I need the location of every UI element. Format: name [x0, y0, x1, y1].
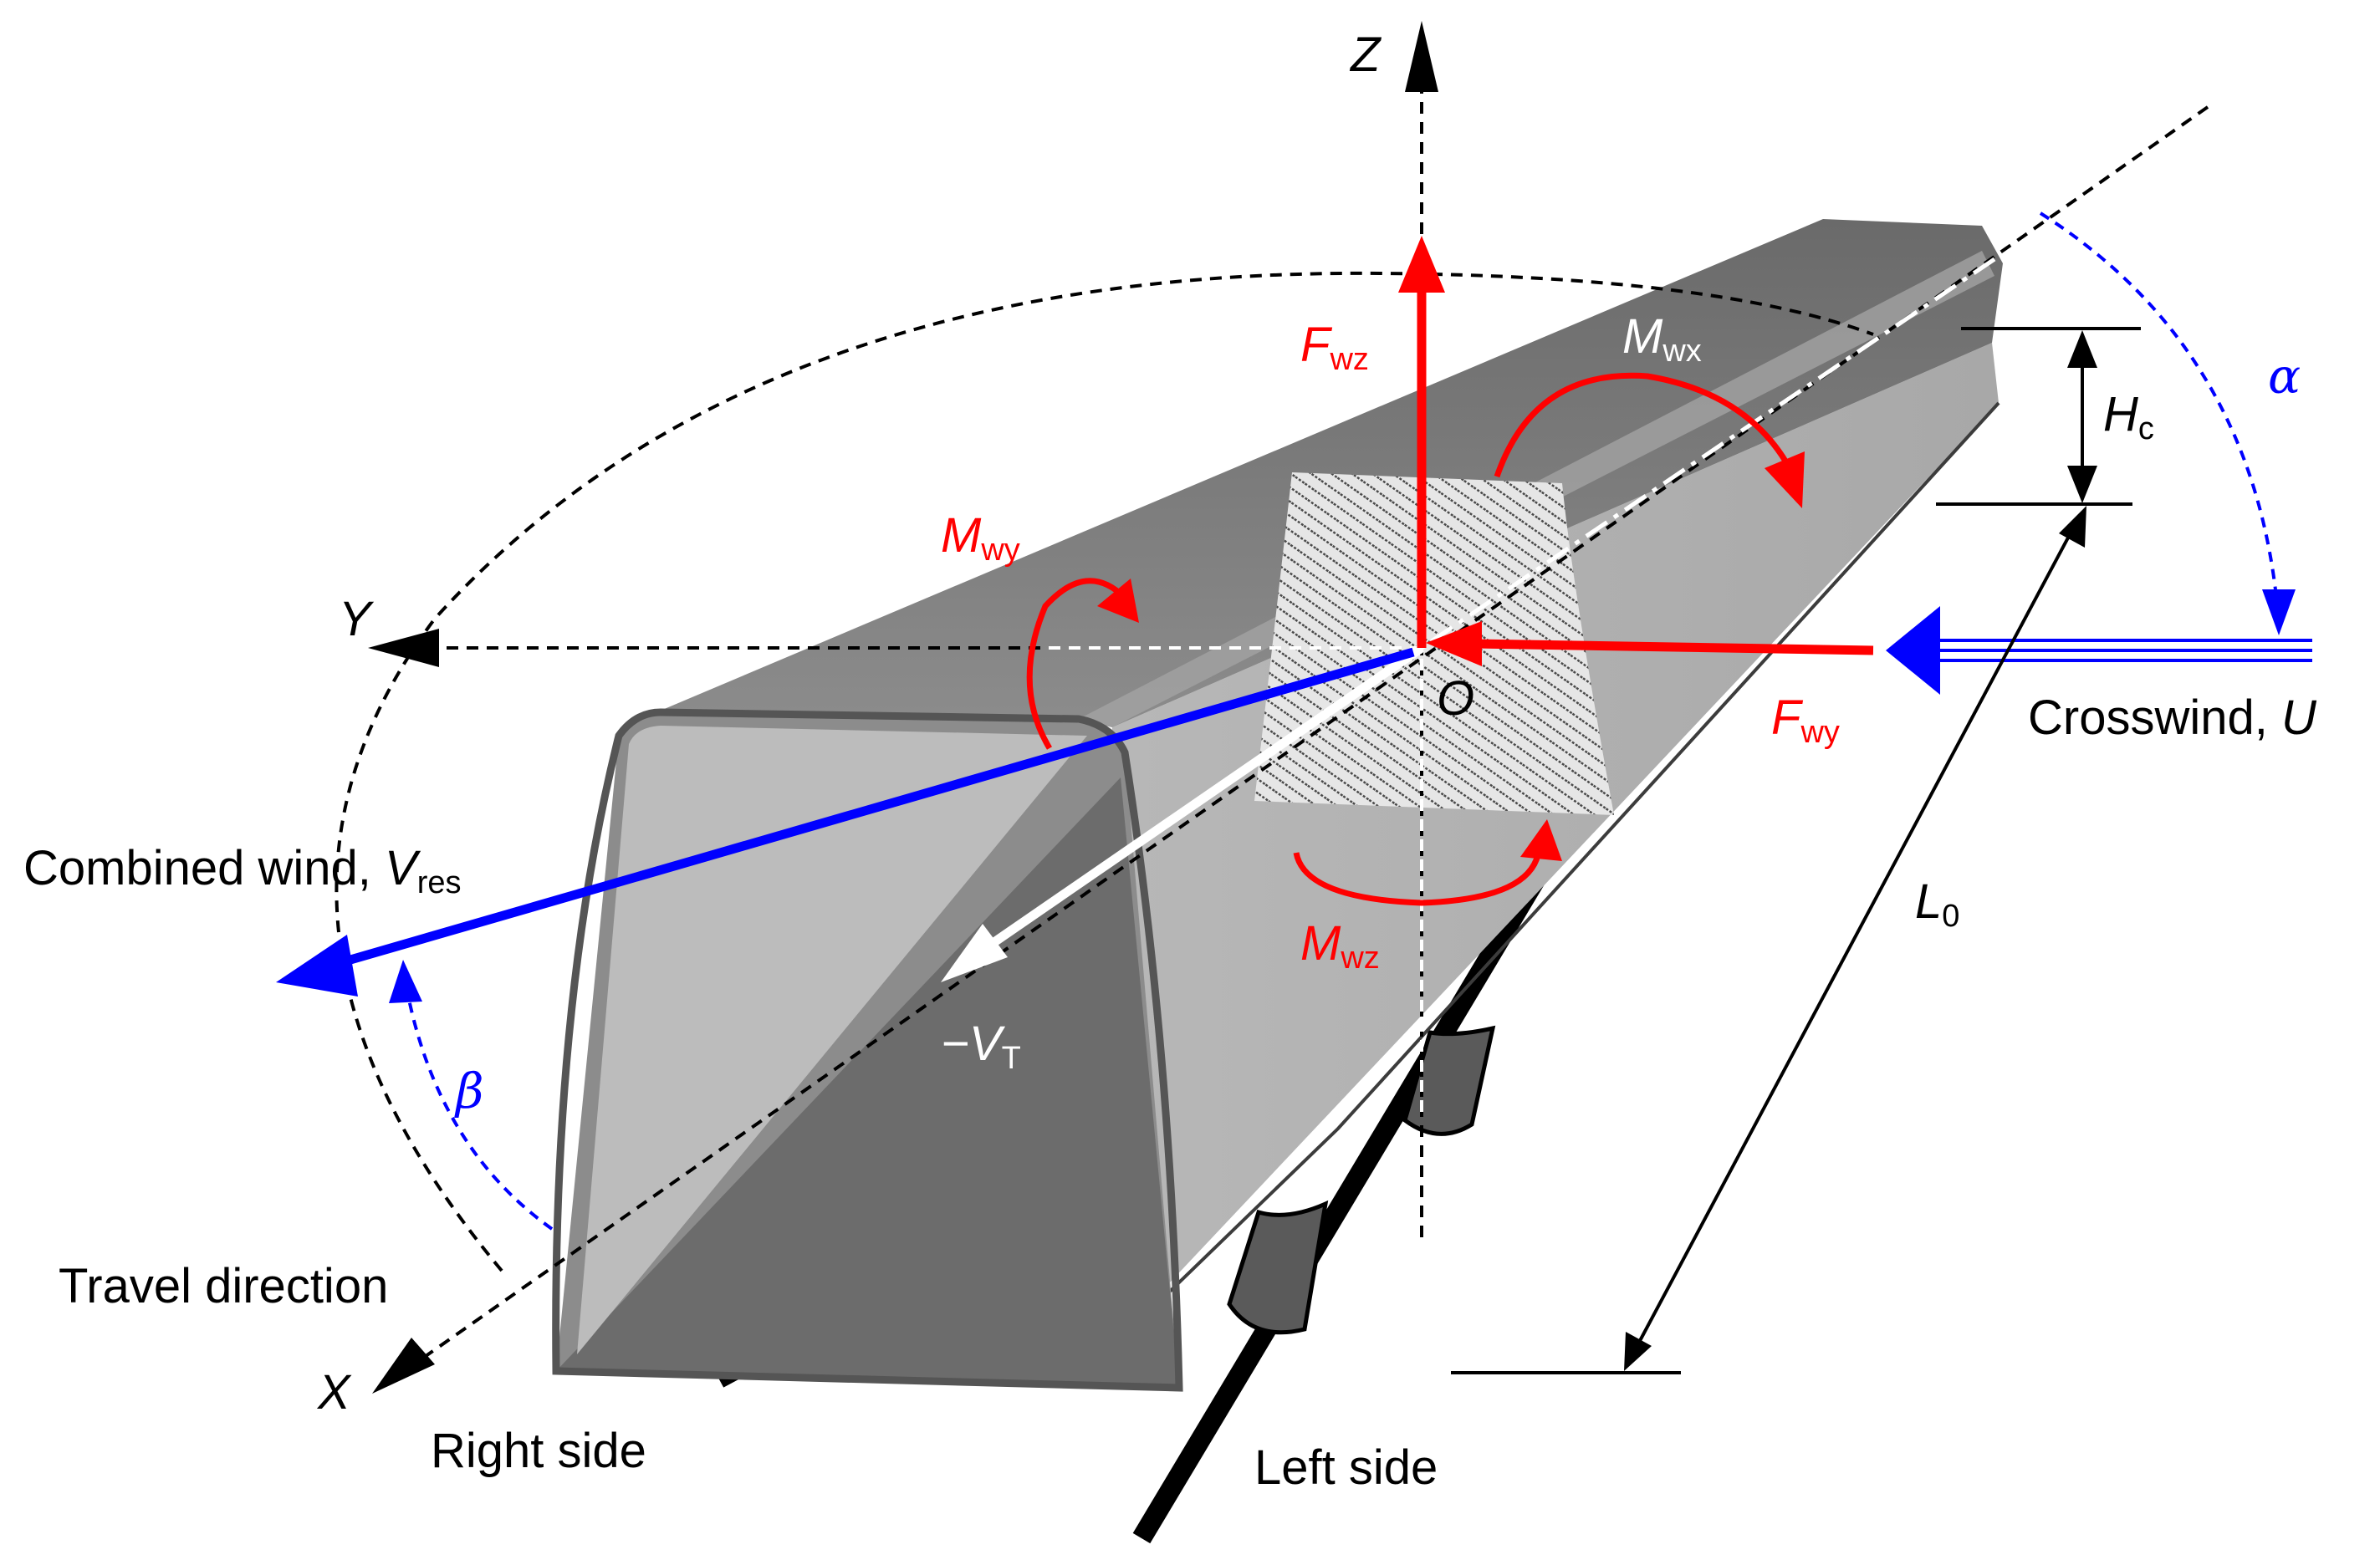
train-velocity-label: −VT	[941, 1017, 1021, 1076]
l0-dimension-line	[1633, 526, 2076, 1351]
train-front-light	[577, 726, 1087, 1354]
travel-direction-label: Travel direction	[59, 1259, 388, 1313]
fwz-arrowhead	[1398, 236, 1445, 293]
bogie	[1227, 1200, 1329, 1335]
alpha-label: α	[2268, 348, 2301, 405]
combined-wind-label: Combined wind, Vres	[23, 841, 461, 900]
train-roof	[656, 219, 2003, 727]
l0-label: L0	[1915, 874, 1959, 934]
mwx-arc	[1494, 372, 1793, 478]
fwy-label: Fwy	[1771, 691, 1840, 750]
combined-wind-arrowhead	[276, 935, 358, 997]
crosswind-label: Crosswind, U	[2028, 691, 2317, 745]
beta-arc	[404, 981, 554, 1231]
reference-arc	[335, 271, 1874, 1272]
bogie	[1402, 1025, 1496, 1136]
l0-arrowhead-bottom	[1624, 1332, 1652, 1371]
mwy-arc	[1026, 578, 1127, 750]
alpha-arrowhead	[2262, 589, 2296, 635]
z-axis-arrowhead	[1405, 21, 1438, 92]
beta-label: β	[454, 1063, 484, 1119]
train-velocity-line	[975, 644, 1425, 957]
crosswind-arrowhead	[1886, 606, 1940, 695]
x-axis-arrowhead	[372, 1338, 435, 1394]
mwy-arrowhead	[1097, 579, 1139, 623]
beta-arrowhead	[389, 960, 422, 1003]
mwz-label: Mwz	[1300, 916, 1380, 976]
train-lower-edge	[1073, 401, 2000, 1385]
train-velocity-arrowhead	[941, 924, 1008, 982]
mwx-arrowhead	[1765, 451, 1805, 508]
fwy-arrow-line	[1475, 639, 1874, 655]
mwx-label: Mwx	[1622, 309, 1702, 369]
hc-arrowhead-top	[2067, 330, 2097, 368]
fwz-label: Fwz	[1300, 318, 1369, 377]
x-axis-on-body	[1420, 257, 1996, 650]
x-axis-label: X	[316, 1365, 352, 1420]
fwy-arrowhead	[1426, 621, 1482, 666]
l0-arrowhead-top	[2059, 506, 2086, 548]
train-front-shade	[556, 777, 1179, 1388]
y-axis-arrowhead	[368, 629, 439, 667]
mwz-arrowhead	[1520, 819, 1562, 861]
combined-wind-line	[329, 647, 1415, 971]
hc-arrowhead-bottom	[2067, 466, 2097, 503]
mwz-arc	[1293, 835, 1543, 906]
hc-label: Hc	[2103, 387, 2154, 446]
y-axis-label: Y	[339, 592, 375, 646]
z-axis-label: Z	[1349, 28, 1382, 82]
left-side-label: Left side	[1254, 1440, 1438, 1495]
right-side-label: Right side	[431, 1424, 646, 1478]
origin-label: O	[1437, 671, 1474, 726]
alpha-arc	[2039, 212, 2280, 624]
mwy-label: Mwy	[941, 508, 1020, 568]
train-front-outline	[552, 708, 1183, 1392]
